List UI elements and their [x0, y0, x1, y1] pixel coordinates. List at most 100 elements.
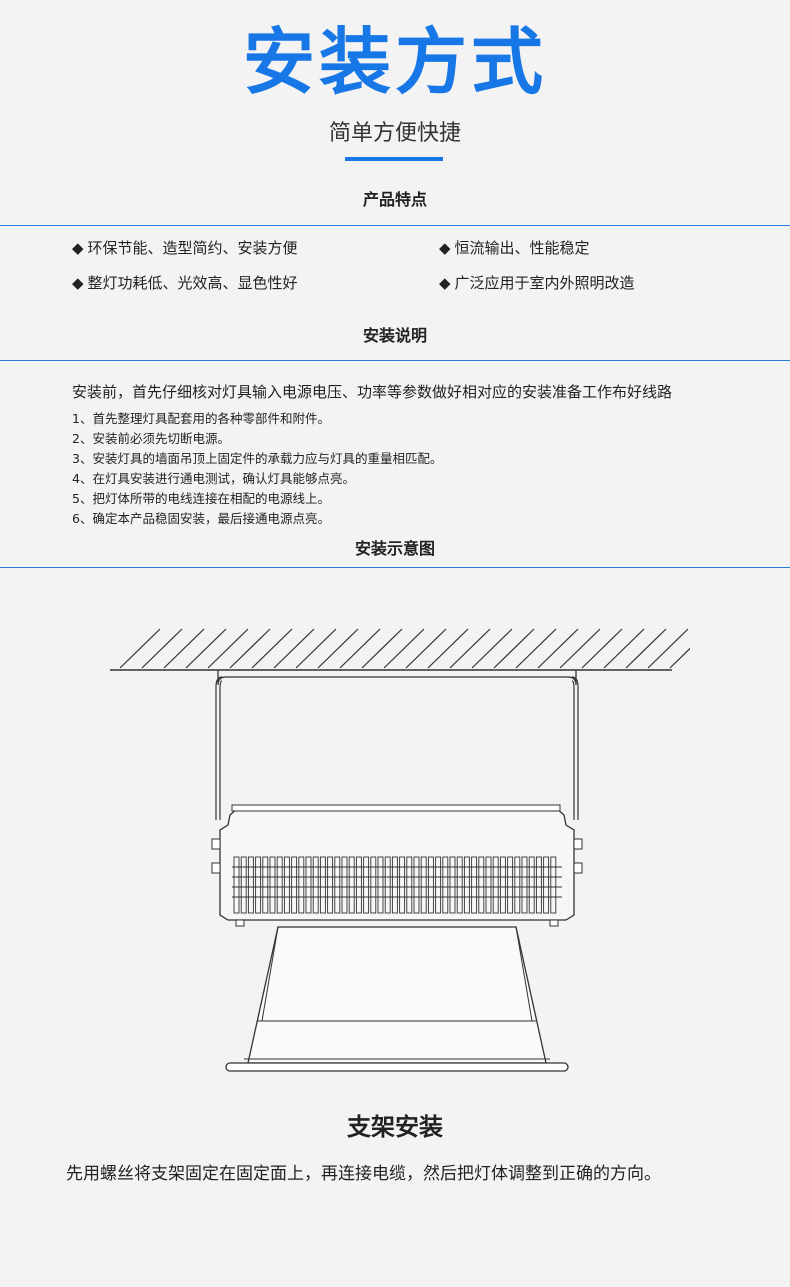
- bracket-knob-left: [211, 838, 221, 850]
- heat-sink-fin: [276, 856, 283, 914]
- heat-sink-fin: [240, 856, 247, 914]
- instruction-step: 4、在灯具安装进行通电测试，确认灯具能够点亮。: [72, 471, 355, 486]
- heat-sink-fin: [327, 856, 334, 914]
- page-subtitle: 简单方便快捷: [328, 121, 461, 146]
- bracket-knob-right-lower: [573, 862, 583, 874]
- hatch-line: [339, 628, 381, 669]
- hatch-line: [229, 628, 271, 669]
- hatch-line: [119, 628, 161, 669]
- diamond-bullet-icon: ◆: [439, 239, 451, 257]
- feature-label: 整灯功耗低、光效高、显色性好: [87, 274, 298, 292]
- hatch-line: [273, 628, 315, 669]
- instructions-divider: [0, 360, 790, 361]
- hatch-line: [427, 628, 469, 669]
- lamp-top-cap: [231, 804, 561, 812]
- feature-label: 环保节能、造型简约、安装方便: [87, 239, 298, 257]
- hatch-line: [163, 628, 205, 669]
- hatch-line: [251, 628, 293, 669]
- hatch-line: [603, 628, 645, 669]
- bracket-knob-left-lower: [211, 862, 221, 874]
- instruction-step: 6、确定本产品稳固安装，最后接通电源点亮。: [72, 511, 330, 526]
- instructions-intro: 安装前，首先仔细核对灯具输入电源电压、功率等参数做好相对应的安装准备工作布好线路: [72, 383, 673, 401]
- heat-sink-fin: [499, 856, 506, 914]
- diagram-caption-title: 支架安装: [347, 1113, 443, 1141]
- heat-sink-fin: [463, 856, 470, 914]
- heat-sink-fin: [492, 856, 499, 914]
- feature-label: 广泛应用于室内外照明改造: [454, 274, 635, 292]
- feature-item: ◆环保节能、造型简约、安装方便: [72, 236, 298, 260]
- instruction-step: 2、安装前必须先切断电源。: [72, 431, 230, 446]
- heat-sink-fin: [298, 856, 305, 914]
- heat-sink-fin: [442, 856, 449, 914]
- mounting-bracket: [217, 670, 577, 686]
- hatch-line: [515, 628, 557, 669]
- heat-sink-fin: [370, 856, 377, 914]
- heat-sink-fin: [478, 856, 485, 914]
- instruction-step: 1、首先整理灯具配套用的各种零部件和附件。: [72, 411, 330, 426]
- foot-left: [235, 919, 245, 927]
- heat-sink-fin: [413, 856, 420, 914]
- diagram-heading: 安装示意图: [354, 539, 435, 558]
- reflector: [247, 926, 547, 1064]
- heat-sink-fin: [233, 856, 240, 914]
- heat-sink-fin: [391, 856, 398, 914]
- hatch-line: [405, 628, 447, 669]
- instructions-heading: 安装说明: [362, 326, 427, 345]
- heat-sink-fin: [399, 856, 406, 914]
- foot-right: [549, 919, 559, 927]
- instruction-steps: 1、首先整理灯具配套用的各种零部件和附件。 2、安装前必须先切断电源。 3、安装…: [72, 409, 442, 529]
- hatch-line: [383, 628, 425, 669]
- heat-sink-fin: [312, 856, 319, 914]
- lens-rim: [225, 1062, 569, 1072]
- instruction-step: 3、安装灯具的墙面吊顶上固定件的承载力应与灯具的重量相匹配。: [72, 451, 443, 466]
- features-heading: 产品特点: [362, 190, 427, 209]
- heat-sink-fin: [319, 856, 326, 914]
- heat-sink-fin: [341, 856, 348, 914]
- heat-sink-fin: [305, 856, 312, 914]
- heat-sink-fin: [355, 856, 362, 914]
- heat-sink-fin: [514, 856, 521, 914]
- hatch-line: [581, 628, 623, 669]
- diamond-bullet-icon: ◆: [439, 274, 451, 292]
- diamond-bullet-icon: ◆: [72, 239, 84, 257]
- instruction-step: 5、把灯体所带的电线连接在相配的电源线上。: [72, 491, 330, 506]
- hatch-line: [295, 628, 337, 669]
- feature-item: ◆整灯功耗低、光效高、显色性好: [72, 271, 298, 295]
- heat-sink-fins: [232, 856, 562, 914]
- hatch-line: [317, 628, 359, 669]
- feature-label: 恒流输出、性能稳定: [454, 239, 590, 257]
- heat-sink-fin: [377, 856, 384, 914]
- ceiling-hatch: [119, 628, 690, 669]
- heat-sink-fin: [262, 856, 269, 914]
- heat-sink-fin: [348, 856, 355, 914]
- heat-sink-fin: [255, 856, 262, 914]
- heat-sink-fin: [485, 856, 492, 914]
- hatch-line: [625, 628, 667, 669]
- heat-sink-fin: [363, 856, 370, 914]
- features-divider: [0, 225, 790, 226]
- page-title: 安装方式: [242, 20, 547, 104]
- heat-sink-fin: [535, 856, 542, 914]
- reflector-inner: [261, 926, 533, 1022]
- feature-item: ◆恒流输出、性能稳定: [439, 236, 590, 260]
- hatch-line: [207, 628, 249, 669]
- heat-sink-fin: [521, 856, 528, 914]
- heat-sink-fin: [456, 856, 463, 914]
- heat-sink-fin: [427, 856, 434, 914]
- hatch-line: [669, 647, 690, 669]
- bracket-outline: [215, 676, 579, 820]
- hatch-line: [361, 628, 403, 669]
- hatch-line: [185, 628, 227, 669]
- heat-sink-fin: [528, 856, 535, 914]
- heat-sink-fin: [384, 856, 391, 914]
- installation-diagram: [110, 628, 690, 1072]
- diagram-caption-text: 先用螺丝将支架固定在固定面上，再连接电缆，然后把灯体调整到正确的方向。: [66, 1164, 661, 1184]
- heat-sink-fin: [291, 856, 298, 914]
- heat-sink-fin: [435, 856, 442, 914]
- hatch-line: [471, 628, 513, 669]
- hatch-line: [559, 628, 601, 669]
- diamond-bullet-icon: ◆: [72, 274, 84, 292]
- subtitle-underline: [345, 157, 443, 161]
- hatch-line: [493, 628, 535, 669]
- heat-sink-fin: [406, 856, 413, 914]
